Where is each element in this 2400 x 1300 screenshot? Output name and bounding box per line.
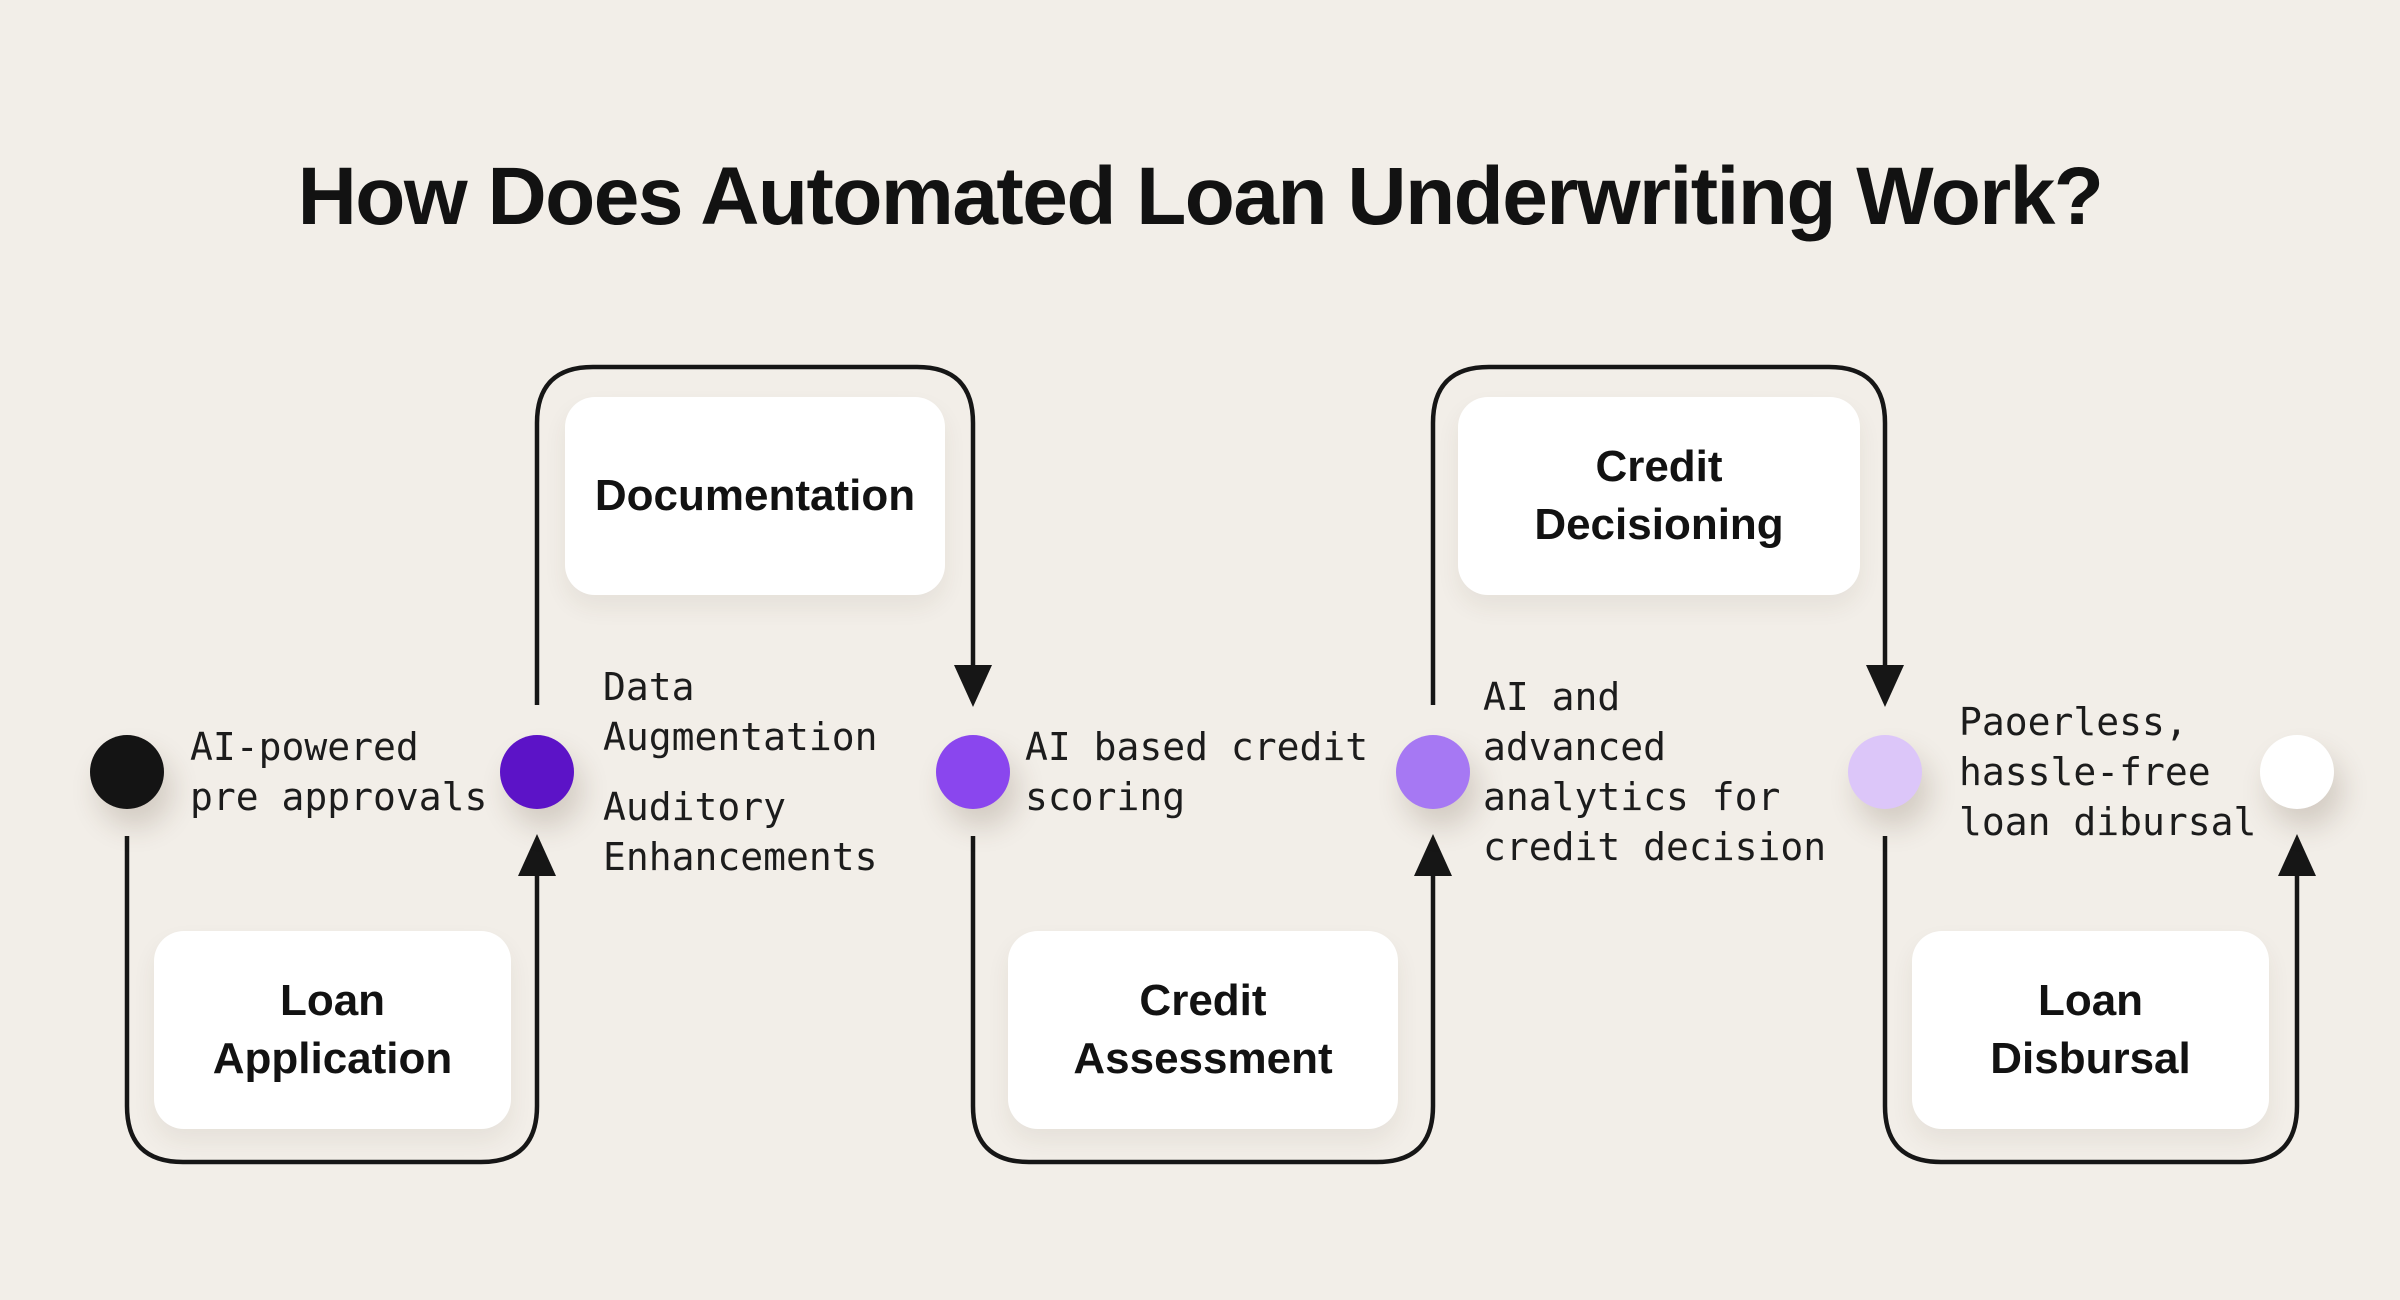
connector-credit-assessment [970,834,1452,1165]
connector-line [1882,836,2300,1165]
arrowhead-down-icon [1866,665,1904,707]
connector-line [534,364,976,705]
step-dot-3 [936,735,1010,809]
step-dot-5 [1848,735,1922,809]
step-dot-1 [90,735,164,809]
stage-box-documentation: Documentation [565,397,945,595]
connector-loan-application [124,834,556,1165]
step-note-1: AI-powered pre approvals [190,725,488,819]
stage-label: Credit Assessment [1073,976,1333,1083]
stage-label: Loan Application [212,976,453,1083]
connector-loan-disbursal [1882,834,2316,1165]
connector-line [124,836,540,1165]
step-dot-4 [1396,735,1470,809]
stage-box-loan-application: Loan Application [154,931,511,1129]
arrowhead-down-icon [954,665,992,707]
stage-box-credit-assessment: Credit Assessment [1008,931,1398,1129]
stage-label: Credit Decisioning [1534,442,1784,549]
step-dot-2 [500,735,574,809]
connector-line [1430,364,1888,705]
step-note-3: AI based credit scoring [1025,725,1369,819]
step-note-2-part-2: Auditory Enhancements [603,785,878,879]
stage-label: Documentation [594,471,916,520]
connector-line [970,836,1436,1165]
step-note-2: Data Augmentation Auditory Enhancements [603,662,878,882]
stage-box-loan-disbursal: Loan Disbursal [1912,931,2269,1129]
connector-credit-decisioning [1430,364,1904,707]
arrowhead-up-icon [1414,834,1452,876]
stage-box-credit-decisioning: Credit Decisioning [1458,397,1860,595]
step-dot-6 [2260,735,2334,809]
step-note-4: AI and advanced analytics for credit dec… [1483,675,1827,869]
step-note-5: Paoerless, hassle-free loan dibursal [1959,700,2257,844]
arrowhead-up-icon [2278,834,2316,876]
connector-documentation [534,364,992,707]
arrowhead-up-icon [518,834,556,876]
step-note-2-part-1: Data Augmentation [603,665,878,759]
page-title: How Does Automated Loan Underwriting Wor… [297,151,2104,242]
stage-label: Loan Disbursal [1990,976,2191,1083]
